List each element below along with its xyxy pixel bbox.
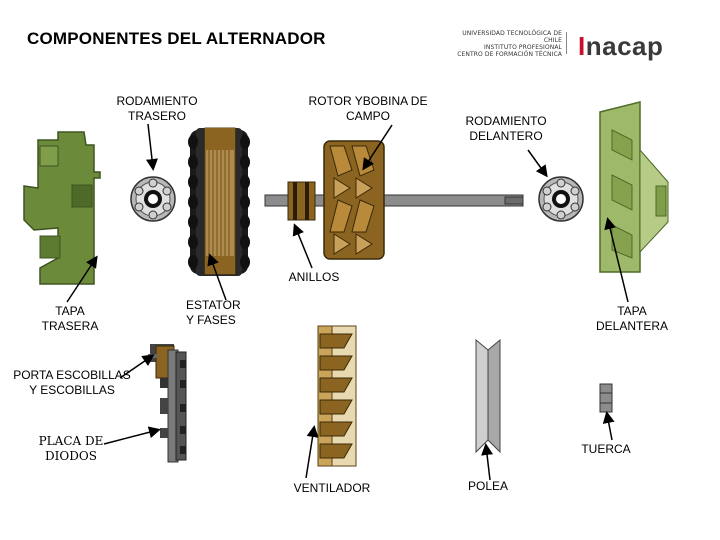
arrow-rear-bearing (146, 123, 158, 171)
inacap-logo: Inacap (578, 31, 663, 62)
rear-bearing-drawing (130, 176, 176, 222)
label-brush-holder: PORTA ESCOBILLAS Y ESCOBILLAS (13, 368, 131, 397)
institution-text: UNIVERSIDAD TECNOLÓGICA DE CHILE INSTITU… (444, 30, 562, 58)
institution-line: UNIVERSIDAD TECNOLÓGICA DE CHILE (462, 30, 562, 44)
fan-drawing (317, 325, 357, 467)
slip-rings-drawing (287, 181, 316, 221)
label-rear-cover: TAPA TRASERA (41, 304, 99, 333)
arrow-pulley (481, 443, 494, 481)
stator-drawing (188, 127, 250, 276)
arrow-nut (602, 411, 615, 441)
pointer-arrows (66, 123, 629, 481)
nut-drawing (599, 383, 613, 413)
shaft-thread (504, 196, 524, 205)
arrow-rear-cover (66, 255, 98, 303)
institution-line: INSTITUTO PROFESIONAL (484, 44, 562, 51)
institution-line: CENTRO DE FORMACIÓN TÉCNICA (457, 51, 562, 58)
label-pulley: POLEA (467, 479, 509, 493)
front-bearing-drawing (538, 176, 584, 222)
logo-text: nacap (585, 31, 664, 61)
arrow-rotor (362, 124, 393, 171)
arrow-stator (207, 253, 227, 301)
pulley-drawing (475, 338, 501, 454)
logo-mark: I (578, 31, 586, 61)
diode-plate-drawing (160, 349, 187, 463)
page-title: COMPONENTES DEL ALTERNADOR (27, 29, 326, 48)
arrow-brush-holder (119, 354, 155, 379)
label-nut: TUERCA (581, 442, 631, 456)
rotor-drawing (323, 140, 385, 260)
arrow-front-cover (604, 217, 629, 303)
rear-cover-drawing (23, 131, 101, 285)
label-fan: VENTILADOR (293, 481, 371, 495)
label-slip-rings: ANILLOS (288, 270, 340, 284)
label-rear-bearing: RODAMIENTO TRASERO (116, 94, 198, 123)
arrow-diode-plate (103, 426, 161, 445)
arrow-fan (305, 425, 319, 479)
label-front-cover: TAPA DELANTERA (595, 304, 669, 333)
arrow-slip-rings (292, 223, 313, 269)
label-rotor: ROTOR YBOBINA DE CAMPO (308, 94, 428, 123)
label-stator: ESTATOR Y FASES (186, 298, 241, 327)
label-front-bearing: RODAMIENTO DELANTERO (465, 114, 547, 143)
arrow-front-bearing (527, 149, 548, 178)
front-cover-drawing (599, 101, 669, 273)
logo-divider (566, 32, 567, 54)
label-diode-plate: PLACA DE DIODOS (38, 434, 104, 463)
